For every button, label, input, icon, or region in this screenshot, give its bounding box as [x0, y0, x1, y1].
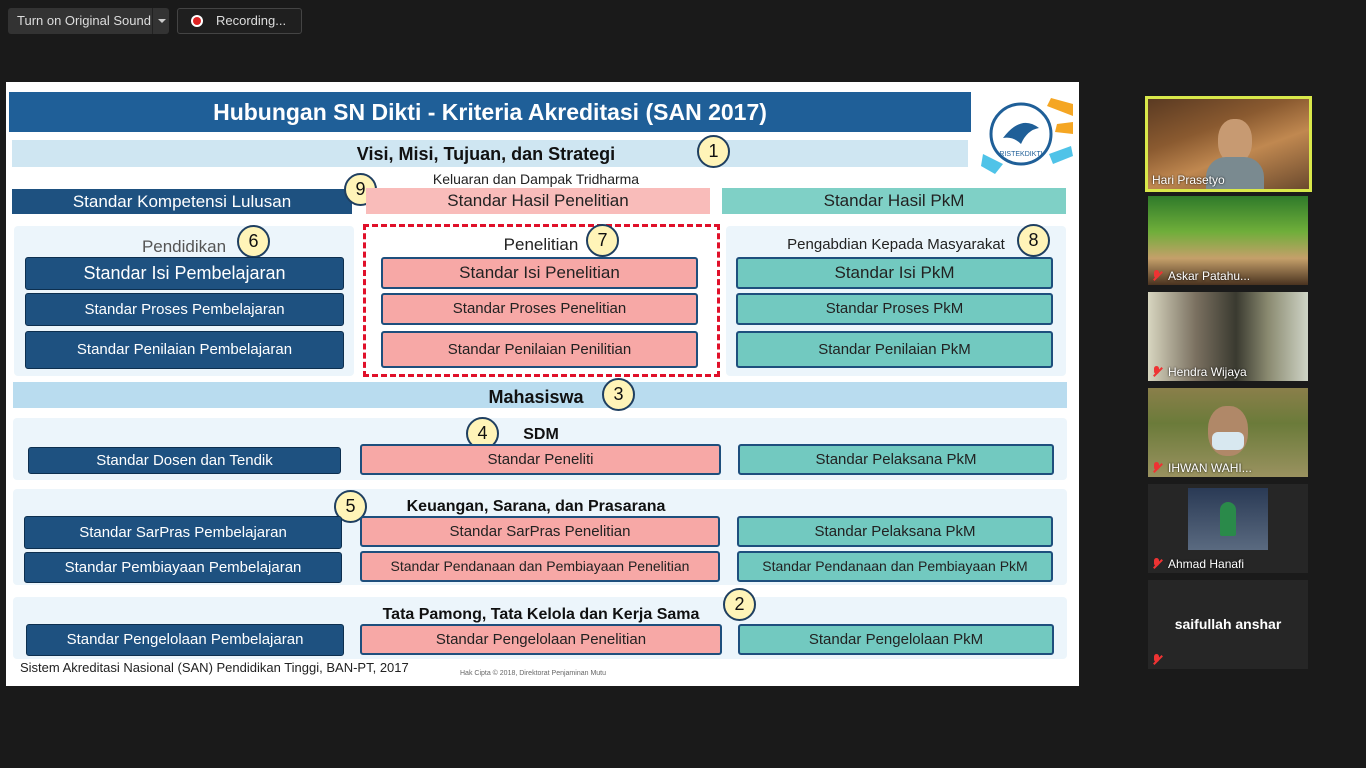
box-sarpras-pembelajaran: Standar SarPras Pembelajaran — [24, 516, 342, 549]
visi-text: Visi, Misi, Tujuan, dan Strategi — [356, 144, 616, 164]
mic-muted-icon — [1152, 366, 1162, 377]
badge-3: 3 — [602, 378, 635, 411]
box-pelaksana-pkm: Standar Pelaksana PkM — [738, 444, 1054, 475]
participant-tile-5[interactable]: Ahmad Hanafi — [1148, 484, 1308, 573]
participant-name: saifullah anshar — [1174, 616, 1282, 632]
mic-muted-icon — [1152, 462, 1162, 473]
badge-8: 8 — [1017, 224, 1050, 257]
mahasiswa-bar — [13, 382, 1067, 408]
participant-tile-4[interactable]: IHWAN WAHI... — [1148, 388, 1308, 477]
box-pendanaan-pkm: Standar Pendanaan dan Pembiayaan PkM — [737, 551, 1053, 582]
ristekdikti-logo: RISTEKDIKTI — [981, 98, 1073, 174]
box-pengelolaan-penelitian: Standar Pengelolaan Penelitian — [360, 624, 722, 655]
chevron-down-icon[interactable] — [152, 8, 169, 34]
logo-text: RISTEKDIKTI — [999, 151, 1042, 158]
mahasiswa-text: Mahasiswa — [488, 387, 584, 407]
badge-2: 2 — [723, 588, 756, 621]
penelitian-label: Penelitian — [503, 235, 579, 254]
box-pendanaan-penelitian: Standar Pendanaan dan Pembiayaan Penelit… — [360, 551, 720, 582]
box-isi-penelitian: Standar Isi Penelitian — [381, 257, 698, 289]
mic-muted-icon — [1152, 270, 1162, 281]
slide-title: Hubungan SN Dikti - Kriteria Akreditasi … — [9, 92, 971, 132]
box-pembiayaan-pembelajaran: Standar Pembiayaan Pembelajaran — [24, 552, 342, 583]
box-penilaian-penelitian: Standar Penilaian Penilitian — [381, 331, 698, 368]
box-pengelolaan-pembelajaran: Standar Pengelolaan Pembelajaran — [26, 624, 344, 656]
mic-muted-icon — [1152, 654, 1162, 665]
face-mask — [1212, 432, 1244, 450]
badge-1: 1 — [697, 135, 730, 168]
original-sound-button[interactable]: Turn on Original Sound — [8, 8, 152, 34]
box-hasil-pkm: Standar Hasil PkM — [722, 188, 1066, 214]
sdm-text: SDM — [523, 426, 559, 443]
box-proses-pembelajaran: Standar Proses Pembelajaran — [25, 293, 344, 326]
profile-picture — [1188, 488, 1268, 550]
tata-pamong-text: Tata Pamong, Tata Kelola dan Kerja Sama — [382, 606, 700, 623]
participant-name: Ahmad Hanafi — [1168, 557, 1245, 571]
badge-7: 7 — [586, 224, 619, 257]
participant-name: IHWAN WAHI... — [1168, 461, 1252, 475]
box-sarpras-penelitian: Standar SarPras Penelitian — [360, 516, 720, 547]
recording-indicator[interactable]: Recording... — [177, 8, 302, 34]
participant-name: Hari Prasetyo — [1152, 173, 1225, 187]
pkm-label: Pengabdian Kepada Masyarakat — [787, 236, 1005, 253]
visi-bar — [12, 140, 968, 167]
keuangan-text: Keuangan, Sarana, dan Prasarana — [406, 498, 666, 515]
participant-tile-2[interactable]: Askar Patahu... — [1148, 196, 1308, 285]
box-pengelolaan-pkm: Standar Pengelolaan PkM — [738, 624, 1054, 655]
box-pelaksana-pkm-2: Standar Pelaksana PkM — [737, 516, 1053, 547]
participant-body — [1206, 157, 1264, 189]
box-penilaian-pkm: Standar Penilaian PkM — [736, 331, 1053, 368]
box-dosen-tendik: Standar Dosen dan Tendik — [28, 447, 341, 474]
participant-tile-1[interactable]: Hari Prasetyo — [1145, 96, 1312, 192]
participant-tile-6[interactable]: saifullah anshar — [1148, 580, 1308, 669]
pendidikan-label: Pendidikan — [141, 237, 227, 256]
participant-name: Askar Patahu... — [1168, 269, 1251, 283]
box-hasil-penelitian: Standar Hasil Penelitian — [366, 188, 710, 214]
shared-screen-slide: Hubungan SN Dikti - Kriteria Akreditasi … — [6, 82, 1079, 686]
slide-copyright: Hak Cipta © 2018, Direktorat Penjaminan … — [460, 670, 607, 677]
mic-muted-icon — [1152, 558, 1162, 569]
record-icon — [191, 15, 203, 27]
participant-name: Hendra Wijaya — [1168, 365, 1247, 379]
recording-label: Recording... — [216, 13, 287, 28]
box-isi-pkm: Standar Isi PkM — [736, 257, 1053, 289]
participant-face — [1218, 119, 1252, 163]
slide-footer: Sistem Akreditasi Nasional (SAN) Pendidi… — [20, 660, 409, 675]
box-proses-pkm: Standar Proses PkM — [736, 293, 1053, 325]
keluaran-text: Keluaran dan Dampak Tridharma — [432, 171, 640, 187]
box-isi-pembelajaran: Standar Isi Pembelajaran — [25, 257, 344, 290]
box-kompetensi-lulusan: Standar Kompetensi Lulusan — [12, 189, 352, 214]
participant-tile-3[interactable]: Hendra Wijaya — [1148, 292, 1308, 381]
box-penilaian-pembelajaran: Standar Penilaian Pembelajaran — [25, 331, 344, 369]
box-peneliti: Standar Peneliti — [360, 444, 721, 475]
badge-6: 6 — [237, 225, 270, 258]
emblem-icon — [1220, 502, 1236, 536]
penelitian-highlight-box — [363, 224, 720, 377]
box-proses-penelitian: Standar Proses Penelitian — [381, 293, 698, 325]
